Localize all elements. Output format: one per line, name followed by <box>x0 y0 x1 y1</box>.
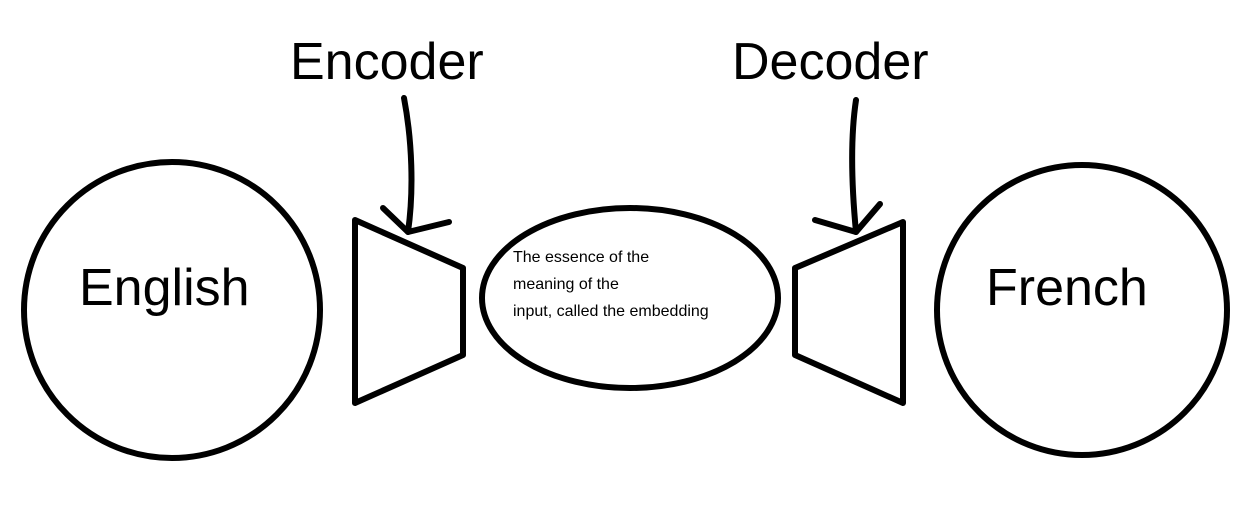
encoder-arrowhead <box>380 205 452 235</box>
embedding-line: meaning of the <box>513 276 619 293</box>
encoder-trapezoid <box>352 217 466 406</box>
decoder-label: Decoder <box>732 33 929 91</box>
decoder-trapezoid <box>792 219 906 406</box>
french-circle <box>934 162 1230 458</box>
embedding-line: The essence of the <box>513 249 650 266</box>
english-label: English <box>79 259 250 317</box>
english-circle <box>21 159 323 461</box>
french-label: French <box>986 259 1148 317</box>
encoder-label: Encoder <box>290 33 484 91</box>
decoder-arrow <box>849 97 859 235</box>
encoder-arrow <box>401 95 415 235</box>
embedding-ellipse <box>479 205 781 391</box>
embedding-text: The essence of the meaning of the input,… <box>513 244 709 325</box>
embedding-line: input, called the embedding <box>513 303 709 320</box>
decoder-arrowhead <box>812 201 883 235</box>
